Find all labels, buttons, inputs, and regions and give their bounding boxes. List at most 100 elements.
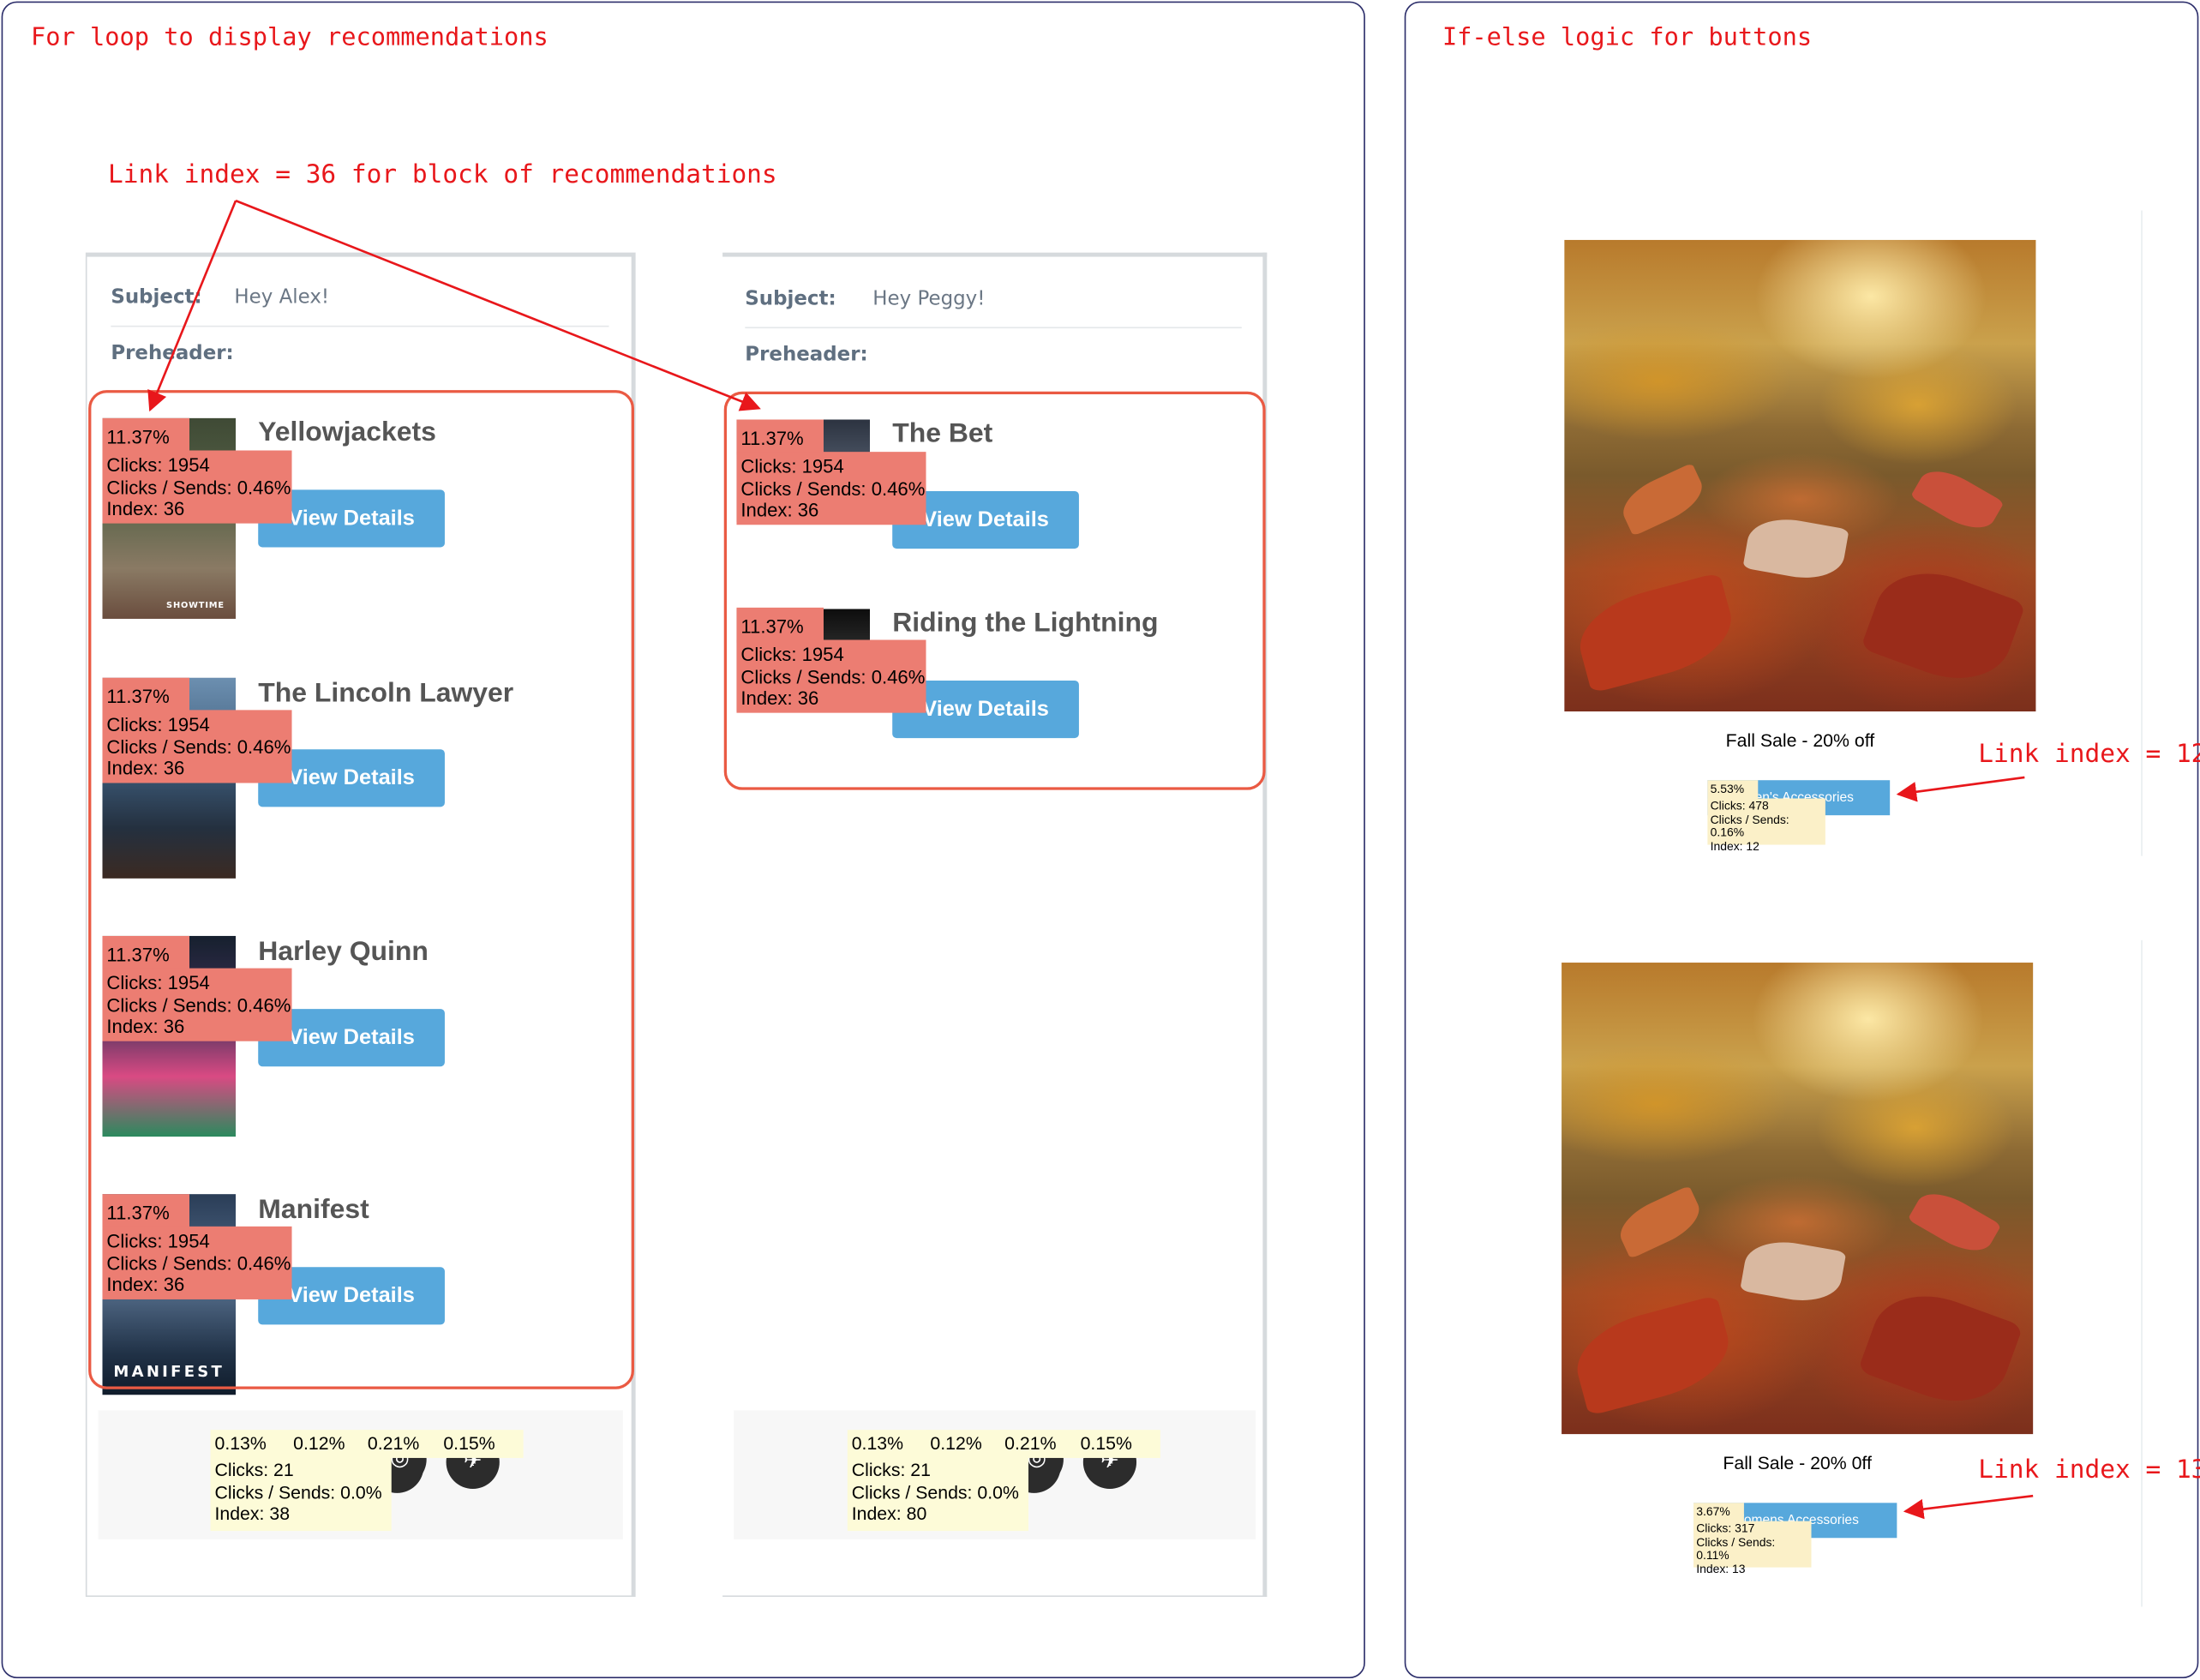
overlay-ratio: Clicks / Sends: 0.46% <box>740 665 926 687</box>
overlay-stats: Clicks: 1954 Clicks / Sends: 0.46% Index… <box>102 968 292 1041</box>
subject-label: Subject: <box>111 285 202 309</box>
subject-value: Hey Peggy! <box>872 287 986 310</box>
overlay-stats: Clicks: 21 Clicks / Sends: 0.0% Index: 8… <box>847 1456 1028 1532</box>
overlay-ratio: Clicks / Sends: 0.46% <box>106 476 291 498</box>
sale-caption: Fall Sale - 20% off <box>1725 729 1875 751</box>
email-edge-line <box>2141 939 2143 1607</box>
overlay-percent: 0.12% <box>926 1430 1010 1458</box>
link-stats-overlay: 3.67% Clicks: 317 Clicks / Sends: 0.11% … <box>1693 1503 1812 1575</box>
arrow-to-block-alex <box>147 200 237 412</box>
overlay-index: Index: 36 <box>106 498 185 519</box>
link-index-13-annotation: Link index = 13 <box>1978 1455 2200 1485</box>
footer-stats-overlay: 0.13% 0.12% 0.21% 0.15% Clicks: 21 Click… <box>210 1430 534 1532</box>
email-preview-alex: Subject: Hey Alex! Preheader: SHOWTIME Y… <box>85 252 636 1598</box>
header-divider <box>745 327 1242 329</box>
overlay-index: Index: 36 <box>740 499 819 521</box>
overlay-clicks: Clicks: 1954 <box>106 714 210 735</box>
overlay-percent: 3.67% <box>1693 1503 1744 1523</box>
footer-stats-overlay: 0.13% 0.12% 0.21% 0.15% Clicks: 21 Click… <box>847 1430 1171 1532</box>
arrow-to-block-peggy <box>235 199 761 411</box>
email-preview-peggy: Subject: Hey Peggy! Preheader: The Bet V… <box>722 252 1268 1598</box>
rec-title[interactable]: Yellowjackets <box>258 417 436 448</box>
right-panel-title: If-else logic for buttons <box>1442 23 1813 52</box>
link-index-12-annotation: Link index = 12 <box>1978 739 2200 770</box>
overlay-ratio: Clicks / Sends: 0.16% <box>1710 812 1789 840</box>
overlay-index: Index: 36 <box>106 758 185 779</box>
overlay-percent: 5.53% <box>1707 780 1759 801</box>
block-index-annotation: Link index = 36 for block of recommendat… <box>108 159 777 190</box>
overlay-index: Index: 36 <box>106 1274 185 1296</box>
overlay-stats: Clicks: 1954 Clicks / Sends: 0.46% Index… <box>102 710 292 783</box>
overlay-clicks: Clicks: 21 <box>851 1459 931 1481</box>
left-panel-title: For loop to display recommendations <box>31 23 549 52</box>
overlay-percent: 11.37% <box>736 419 824 455</box>
subject-value: Hey Alex! <box>234 285 330 309</box>
header-divider <box>111 325 609 327</box>
overlay-percent: 11.37% <box>102 417 190 453</box>
overlay-clicks: Clicks: 1954 <box>106 454 210 476</box>
overlay-stats: Clicks: 1954 Clicks / Sends: 0.46% Index… <box>736 639 926 713</box>
overlay-index: Index: 38 <box>214 1503 291 1524</box>
overlay-index: Index: 12 <box>1710 839 1759 854</box>
overlay-percent: 11.37% <box>102 935 190 971</box>
rec-title[interactable]: The Lincoln Lawyer <box>258 677 514 709</box>
rec-title[interactable]: Manifest <box>258 1194 369 1226</box>
thumb-mark: MANIFEST <box>113 1362 225 1381</box>
overlay-stats: Clicks: 478 Clicks / Sends: 0.16% Index:… <box>1707 798 1825 853</box>
overlay-clicks: Clicks: 1954 <box>106 1230 210 1252</box>
overlay-percent: 0.13% <box>210 1430 295 1458</box>
fall-leaves-image[interactable] <box>1562 963 2034 1435</box>
overlay-percent: 0.13% <box>847 1430 932 1458</box>
link-stats-overlay: 11.37% Clicks: 1954 Clicks / Sends: 0.46… <box>102 1194 292 1299</box>
arrow-to-link-12 <box>1896 776 2025 802</box>
overlay-ratio: Clicks / Sends: 0.0% <box>851 1480 1019 1503</box>
overlay-percent: 11.37% <box>102 1194 190 1230</box>
overlay-ratio: Clicks / Sends: 0.46% <box>106 735 291 758</box>
link-stats-overlay: 11.37% Clicks: 1954 Clicks / Sends: 0.46… <box>102 677 292 783</box>
overlay-index: Index: 36 <box>106 1016 185 1037</box>
overlay-clicks: Clicks: 317 <box>1696 1521 1755 1535</box>
link-stats-overlay: 11.37% Clicks: 1954 Clicks / Sends: 0.46… <box>102 417 292 524</box>
overlay-stats: Clicks: 1954 Clicks / Sends: 0.46% Index… <box>736 452 926 525</box>
overlay-percent: 0.21% <box>1000 1430 1085 1458</box>
overlay-clicks: Clicks: 21 <box>214 1459 294 1481</box>
overlay-clicks: Clicks: 1954 <box>740 644 844 665</box>
overlay-percent: 0.21% <box>363 1430 448 1458</box>
link-stats-overlay: 5.53% Clicks: 478 Clicks / Sends: 0.16% … <box>1707 780 1825 853</box>
fall-leaves-image[interactable] <box>1564 239 2036 712</box>
link-stats-overlay: 11.37% Clicks: 1954 Clicks / Sends: 0.46… <box>102 935 292 1041</box>
overlay-percent: 0.15% <box>1076 1430 1160 1458</box>
overlay-percent: 0.15% <box>439 1430 524 1458</box>
overlay-ratio: Clicks / Sends: 0.0% <box>214 1480 382 1503</box>
overlay-ratio: Clicks / Sends: 0.11% <box>1696 1534 1776 1563</box>
link-stats-overlay: 11.37% Clicks: 1954 Clicks / Sends: 0.46… <box>736 607 926 713</box>
overlay-ratio: Clicks / Sends: 0.46% <box>740 477 926 499</box>
rec-title[interactable]: The Bet <box>892 417 993 449</box>
overlay-clicks: Clicks: 478 <box>1710 798 1769 813</box>
recommendation-block-highlight <box>88 390 634 1389</box>
preheader-label: Preheader: <box>745 344 868 367</box>
overlay-percent: 0.12% <box>289 1430 374 1458</box>
overlay-index: Index: 36 <box>740 687 819 709</box>
subject-label: Subject: <box>745 287 836 310</box>
rec-title[interactable]: Riding the Lightning <box>892 607 1159 639</box>
overlay-stats: Clicks: 1954 Clicks / Sends: 0.46% Index… <box>102 450 292 524</box>
arrow-to-link-13 <box>1903 1494 2034 1520</box>
overlay-stats: Clicks: 317 Clicks / Sends: 0.11% Index:… <box>1693 1521 1812 1575</box>
sale-caption: Fall Sale - 20% 0ff <box>1723 1452 1872 1473</box>
link-stats-overlay: 11.37% Clicks: 1954 Clicks / Sends: 0.46… <box>736 419 926 525</box>
rec-title[interactable]: Harley Quinn <box>258 935 429 967</box>
overlay-ratio: Clicks / Sends: 0.46% <box>106 1252 291 1274</box>
overlay-percent: 11.37% <box>736 607 824 643</box>
overlay-ratio: Clicks / Sends: 0.46% <box>106 993 291 1016</box>
overlay-stats: Clicks: 1954 Clicks / Sends: 0.46% Index… <box>102 1226 292 1299</box>
overlay-index: Index: 13 <box>1696 1562 1746 1576</box>
thumb-mark: SHOWTIME <box>166 600 225 611</box>
overlay-percent: 11.37% <box>102 677 190 713</box>
overlay-clicks: Clicks: 1954 <box>106 972 210 994</box>
overlay-index: Index: 80 <box>851 1503 927 1524</box>
overlay-stats: Clicks: 21 Clicks / Sends: 0.0% Index: 3… <box>210 1456 392 1532</box>
overlay-clicks: Clicks: 1954 <box>740 456 844 477</box>
